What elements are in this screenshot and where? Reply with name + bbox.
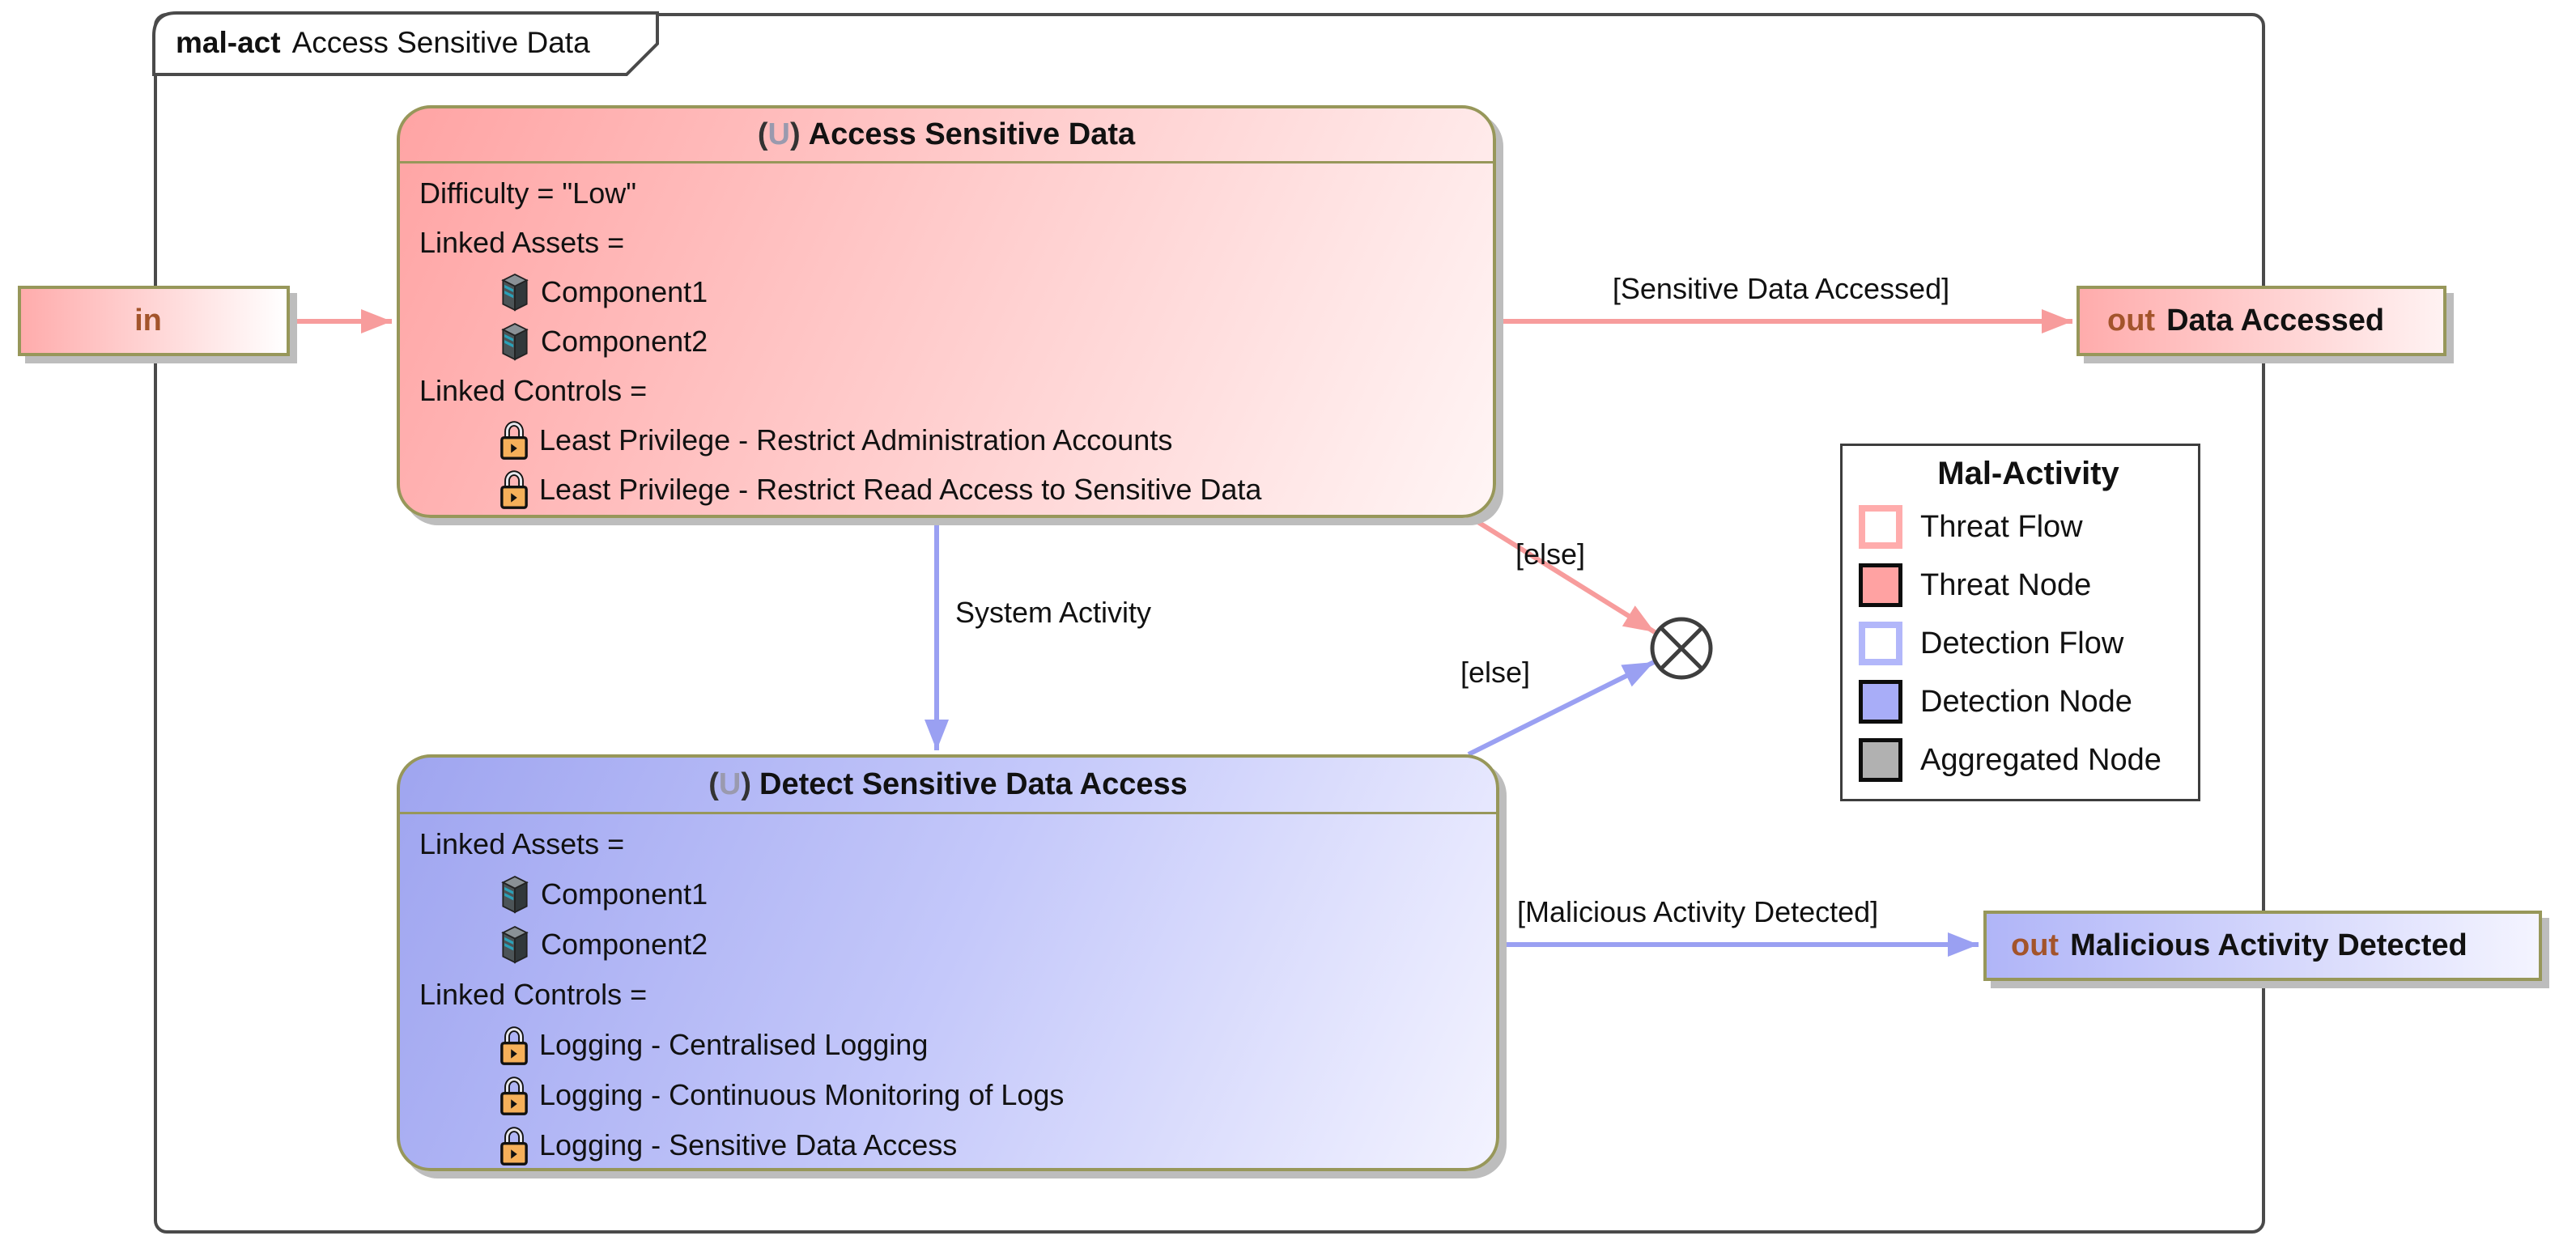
detection-node-swatch: [1859, 680, 1902, 724]
property-row: Linked Assets =: [419, 225, 625, 259]
legend: Mal-Activity Threat Flow Threat Node Det…: [1840, 444, 2200, 801]
threat-flow-swatch: [1859, 505, 1902, 549]
param-node-out-malicious-activity-detected[interactable]: out Malicious Activity Detected: [1983, 911, 2542, 981]
lock-icon: [497, 418, 531, 461]
detection-flow-swatch: [1859, 622, 1902, 665]
guard-label-malicious-activity-detected: [Malicious Activity Detected]: [1517, 895, 1879, 928]
guard-label-sensitive-data-accessed: [Sensitive Data Accessed]: [1612, 272, 1950, 305]
linked-control-row: Logging - Centralised Logging: [419, 1020, 1481, 1070]
legend-item-aggregated-node: Aggregated Node: [1859, 738, 2198, 782]
lock-icon: [497, 468, 531, 511]
detection-node-body: Linked Assets = Component1: [400, 814, 1496, 1168]
linked-control-row: Logging - Sensitive Data Access: [419, 1120, 1481, 1168]
uncertainty-prefix: (U): [757, 117, 801, 151]
lock-icon: [497, 1074, 531, 1117]
property-row: Linked Controls =: [419, 978, 648, 1011]
legend-item-threat-node: Threat Node: [1859, 563, 2198, 607]
legend-item-threat-flow: Threat Flow: [1859, 505, 2198, 549]
guard-label-else-detection: [else]: [1460, 656, 1531, 689]
linked-asset-row: Component2: [419, 316, 1478, 366]
threat-node-swatch: [1859, 563, 1902, 607]
threat-node-access-sensitive-data[interactable]: (U) Access Sensitive Data Difficulty = "…: [397, 105, 1496, 518]
component-icon: [497, 924, 533, 966]
linked-asset-row: Component1: [419, 869, 1481, 919]
diagram-frame: [154, 13, 2265, 1234]
linked-asset-row: Component1: [419, 267, 1478, 316]
detection-node-title: Detect Sensitive Data Access: [759, 767, 1188, 801]
flow-label-system-activity: System Activity: [955, 596, 1152, 629]
linked-asset-row: Component2: [419, 919, 1481, 970]
param-keyword: in: [134, 304, 162, 338]
frame-tab: [152, 11, 659, 76]
detection-node-detect-sensitive-data-access[interactable]: (U) Detect Sensitive Data Access Linked …: [397, 754, 1499, 1171]
linked-control-row: Least Privilege - Restrict Administratio…: [419, 415, 1478, 465]
lock-icon: [497, 1024, 531, 1067]
property-row: Linked Controls =: [419, 373, 648, 407]
detection-node-header: (U) Detect Sensitive Data Access: [400, 758, 1496, 814]
param-keyword: out: [2011, 928, 2060, 962]
legend-item-detection-node: Detection Node: [1859, 680, 2198, 724]
component-icon: [497, 873, 533, 915]
guard-label-else-threat: [else]: [1515, 537, 1586, 571]
edge-threat-else-to-final[interactable]: [1462, 511, 1656, 635]
frame-tab-label: mal-act Access Sensitive Data: [176, 26, 590, 60]
threat-node-body: Difficulty = "Low" Linked Assets = Compo…: [400, 163, 1493, 514]
param-label: Malicious Activity Detected: [2070, 928, 2468, 962]
frame-tab-kind: mal-act: [176, 26, 281, 59]
component-icon: [497, 271, 533, 313]
uncertainty-prefix: (U): [708, 767, 751, 801]
property-row: Difficulty = "Low": [419, 176, 636, 210]
lock-icon: [497, 1124, 531, 1167]
linked-control-row: Least Privilege - Restrict Read Access t…: [419, 465, 1478, 514]
flow-final-node[interactable]: [1650, 617, 1713, 680]
param-keyword: out: [2107, 304, 2156, 338]
legend-title: Mal-Activity: [1937, 456, 2119, 491]
param-node-in[interactable]: in: [18, 286, 290, 356]
component-icon: [497, 321, 533, 363]
param-node-out-data-accessed[interactable]: out Data Accessed: [2077, 286, 2446, 356]
frame-tab-title: Access Sensitive Data: [291, 26, 590, 59]
edge-detection-else-to-final[interactable]: [1467, 660, 1656, 757]
param-label: Data Accessed: [2166, 304, 2385, 338]
threat-node-header: (U) Access Sensitive Data: [400, 108, 1493, 163]
linked-control-row: Logging - Continuous Monitoring of Logs: [419, 1070, 1481, 1120]
legend-item-detection-flow: Detection Flow: [1859, 622, 2198, 665]
threat-node-title: Access Sensitive Data: [808, 117, 1136, 151]
property-row: Linked Assets =: [419, 827, 625, 860]
aggregated-node-swatch: [1859, 738, 1902, 782]
